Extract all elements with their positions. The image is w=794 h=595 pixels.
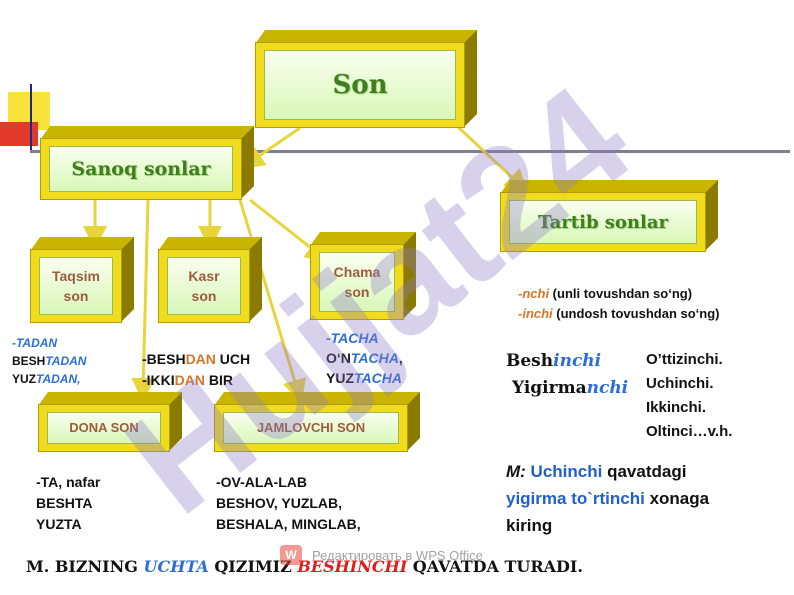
kasr-ex-1b: DAN: [185, 351, 216, 367]
chama-son-box: Chama son: [310, 232, 416, 320]
chama-label-line1: Chama: [333, 264, 381, 280]
taqsim-suffix: -TADAN: [12, 336, 58, 350]
kasr-ex-2a: -IKKI: [142, 372, 175, 388]
tartib-suffixes: -nchi (unli tovushdan so‘ng) -inchi (und…: [518, 284, 720, 324]
tartib-ex-r2: Uchinchi.: [646, 375, 714, 392]
tartib-ex-1b: inchi: [553, 351, 602, 371]
sanoq-sonlar-box: Sanoq sonlar: [40, 126, 254, 200]
bottom-c: QIZIMIZ: [208, 557, 298, 576]
tartib-suffix-2-note: (undosh tovushdan so‘ng): [552, 306, 720, 321]
dona-son-box: DONA SON: [38, 392, 182, 452]
dona-son-label: DONA SON: [69, 420, 139, 435]
son-box: Son: [255, 30, 477, 128]
tartib-ex-1a: Besh: [506, 351, 554, 371]
taqsim-ex-3b: TADAN,: [36, 372, 81, 386]
taqsim-son-box: Taqsim son: [30, 237, 134, 323]
tartib-sentence-w2: qavatdagi: [602, 462, 687, 481]
tartib-sentence-w5: kiring: [506, 516, 553, 535]
jamlovchi-son-label: JAMLOVCHI SON: [256, 420, 366, 435]
kasr-examples: -BESHDAN UCH -IKKIDAN BIR: [142, 349, 250, 391]
kasr-ex-1c: UCH: [215, 351, 251, 367]
taqsim-label-line2: son: [63, 288, 89, 304]
tartib-suffix-2: -inchi: [518, 306, 553, 321]
bottom-e: QAVATDA TURADI.: [407, 557, 583, 576]
chama-suffix: -TACHA: [326, 330, 379, 346]
line-son-sanoq: [240, 126, 301, 169]
wps-banner-text: Редактировать в WPS Office: [312, 547, 483, 563]
kasr-ex-2c: BIR: [205, 372, 234, 388]
tartib-sonlar-box: Tartib sonlar: [500, 180, 718, 252]
line-sanoq-chama: [249, 198, 330, 263]
tartib-ex-r3: Ikkinchi.: [646, 399, 707, 416]
kasr-ex-1a: -BESH: [142, 351, 186, 367]
kasr-son-box: Kasr son: [158, 237, 262, 323]
tartib-sentence-m: M:: [506, 462, 526, 481]
chama-ex-2a: O‘N: [326, 350, 351, 366]
tartib-suffix-1-note: (unli tovushdan so‘ng): [549, 286, 693, 301]
tartib-ex-2b: nchi: [586, 378, 629, 398]
tartib-sonlar-label: Tartib sonlar: [537, 211, 669, 233]
tartib-sentence-w1: Uchinchi: [525, 462, 603, 481]
bottom-sentence: M. BIZNING UCHTA QIZIMIZ BESHINCHI QAVAT…: [26, 556, 583, 578]
dona-examples: -TA, nafar BESHTA YUZTA: [36, 472, 100, 535]
line-sanoq-dona: [131, 199, 156, 402]
tartib-sentence-w3: yigirma to`rtinchi: [506, 489, 645, 508]
decor-blue-line: [30, 84, 32, 152]
jamlovchi-examples: -OV-ALA-LAB BESHOV, YUZLAB, BESHALA, MIN…: [216, 472, 361, 535]
line-sanoq-jamlovchi: [238, 199, 307, 404]
bottom-a: M. BIZNING: [26, 557, 144, 576]
kasr-ex-2b: DAN: [174, 372, 206, 388]
tartib-examples-left: Beshinchi Yigirmanchi: [506, 348, 628, 402]
chama-label-line2: son: [344, 284, 370, 300]
decor-horizontal-line: [30, 150, 790, 153]
taqsim-ex-3a: YUZ: [12, 372, 36, 386]
dona-ex-1: -TA, nafar: [36, 474, 101, 490]
jamlovchi-ex-2: BESHOV, YUZLAB,: [216, 495, 343, 511]
taqsim-ex-2a: BESH: [12, 354, 46, 368]
tartib-sentence: M: Uchinchi qavatdagi yigirma to`rtinchi…: [506, 458, 709, 539]
taqsim-ex-2b: TADAN: [45, 354, 87, 368]
chama-ex-2c: ,: [398, 350, 403, 366]
dona-ex-2: BESHTA: [36, 495, 93, 511]
chama-ex-2b: TACHA: [350, 350, 399, 366]
tartib-suffix-1: -nchi: [518, 286, 550, 301]
chama-ex-3a: YUZ: [326, 370, 354, 386]
wps-banner[interactable]: W Редактировать в WPS Office: [280, 544, 483, 566]
jamlovchi-son-box: JAMLOVCHI SON: [214, 392, 420, 452]
tartib-examples-right: O’ttizinchi. Uchinchi. Ikkinchi. Oltinci…: [646, 348, 732, 444]
tartib-ex-r1: O’ttizinchi.: [646, 351, 723, 368]
tartib-ex-2a: Yigirma: [512, 378, 587, 398]
taqsim-label-line1: Taqsim: [52, 268, 100, 284]
bottom-d: BESHINCHI: [297, 557, 408, 576]
son-label: Son: [332, 70, 388, 100]
taqsim-examples: -TADAN BESHTADAN YUZTADAN,: [12, 334, 86, 388]
bottom-b: UCHTA: [143, 557, 209, 576]
tartib-sentence-w4: xonaga: [644, 489, 710, 508]
jamlovchi-ex-3: BESHALA, MINGLAB,: [216, 516, 361, 532]
kasr-label-line2: son: [191, 288, 217, 304]
tartib-ex-r4: Oltinci…v.h.: [646, 423, 733, 440]
sanoq-sonlar-label: Sanoq sonlar: [71, 158, 211, 180]
chama-ex-3b: TACHA: [354, 370, 402, 386]
dona-ex-3: YUZTA: [36, 516, 82, 532]
wps-logo-icon: W: [280, 545, 302, 565]
jamlovchi-ex-1: -OV-ALA-LAB: [216, 474, 307, 490]
chama-examples: -TACHA O‘NTACHA, YUZTACHA: [326, 328, 403, 388]
kasr-label-line1: Kasr: [188, 268, 220, 284]
